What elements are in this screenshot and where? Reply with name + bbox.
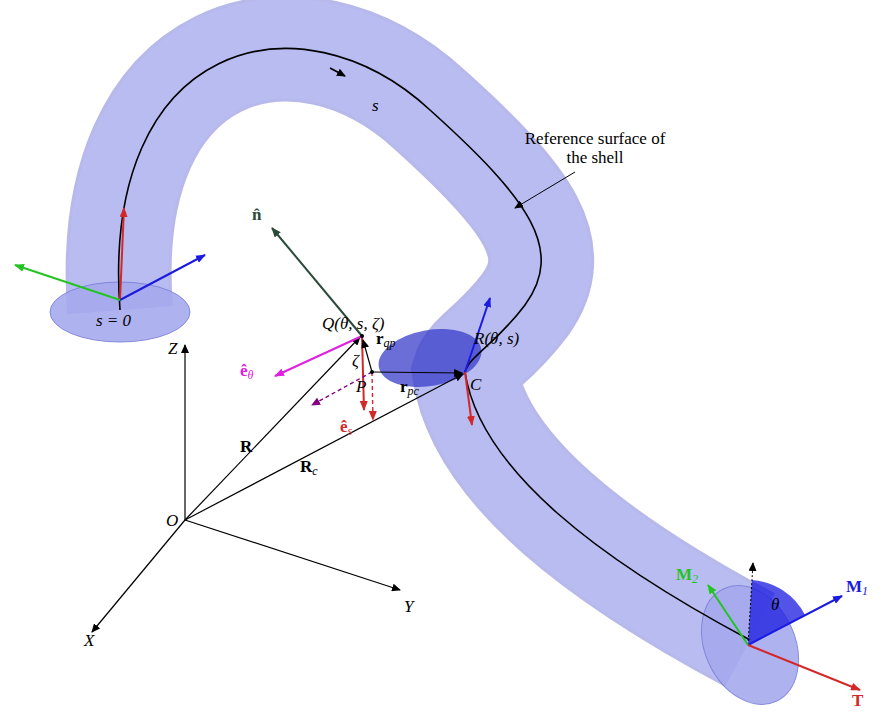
point-label: C bbox=[470, 376, 481, 395]
vector-label: êθ bbox=[240, 362, 253, 382]
frame-vector bbox=[120, 255, 205, 300]
section-label: s = 0 bbox=[96, 312, 131, 331]
vector-label: M1 bbox=[846, 578, 868, 598]
projected-vector bbox=[372, 372, 373, 420]
vector-label: n̂ bbox=[252, 206, 261, 225]
vector-label: M2 bbox=[676, 566, 698, 586]
centreline bbox=[119, 49, 750, 640]
frame-vector bbox=[748, 596, 842, 645]
radius-vector bbox=[372, 372, 462, 373]
axis bbox=[92, 520, 185, 632]
vector-label: rpc bbox=[400, 378, 419, 398]
axis-label: Y bbox=[404, 598, 413, 617]
projected-vector bbox=[312, 372, 372, 405]
frame-vector bbox=[120, 208, 124, 300]
tangent-vector bbox=[275, 336, 362, 376]
vector-label: T bbox=[852, 692, 863, 711]
axis bbox=[184, 345, 185, 520]
vector-label: rqp bbox=[376, 330, 396, 350]
axis-label: Z bbox=[168, 340, 177, 359]
vector-label: R bbox=[240, 438, 252, 457]
tangent-vector bbox=[362, 336, 364, 410]
vector-label: ês bbox=[340, 418, 352, 438]
offset-vector bbox=[363, 340, 372, 372]
coordinate-label: ζ bbox=[352, 352, 359, 371]
angle-label: θ bbox=[771, 596, 779, 615]
frame-vector bbox=[15, 265, 120, 300]
frame-vector bbox=[748, 645, 860, 690]
frame-vector bbox=[708, 585, 748, 645]
tube-surface bbox=[119, 49, 750, 640]
point-label: P bbox=[356, 378, 366, 397]
tube-outline bbox=[119, 49, 750, 640]
axis bbox=[185, 520, 400, 590]
curve-parameter: s bbox=[372, 97, 379, 116]
leader-line bbox=[515, 172, 575, 208]
origin-label: O bbox=[166, 512, 178, 531]
axis-label: X bbox=[84, 632, 94, 651]
centreline-arrow bbox=[330, 68, 345, 76]
position-vector bbox=[185, 374, 463, 520]
vector-label: Rc bbox=[300, 458, 318, 478]
position-vector bbox=[185, 337, 360, 520]
point-label: Q(θ, s, ζ) bbox=[322, 315, 384, 334]
reference-direction bbox=[748, 563, 753, 645]
callout-text: Reference surface of the shell bbox=[520, 130, 670, 167]
angle-sector bbox=[748, 580, 805, 645]
point-marker bbox=[370, 370, 374, 374]
function-label: R(θ, s) bbox=[474, 330, 519, 349]
point-marker bbox=[360, 334, 364, 338]
